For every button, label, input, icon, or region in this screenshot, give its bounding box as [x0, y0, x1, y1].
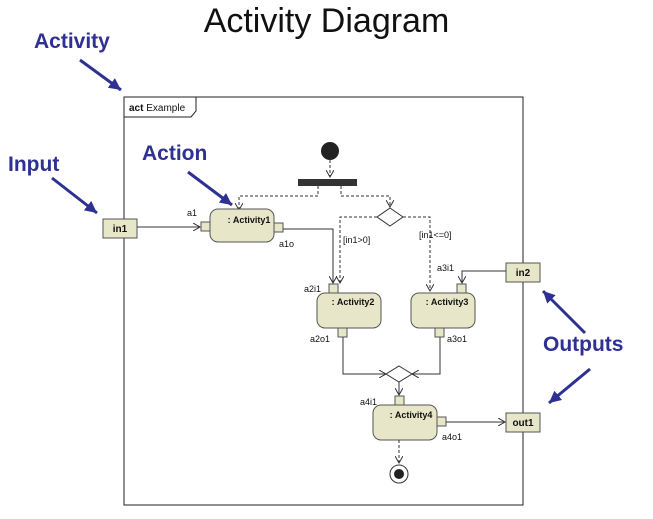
merge-node	[385, 365, 413, 383]
pin-a4o1	[436, 416, 447, 427]
svg-text:: Activity2: : Activity2	[332, 297, 375, 307]
arrow-outputs-out1	[548, 367, 591, 405]
pin-a1	[200, 221, 211, 232]
callout-outputs: Outputs	[543, 333, 624, 356]
pin-a3o1	[434, 327, 445, 338]
svg-text:out1: out1	[512, 418, 534, 429]
action-activity2	[316, 292, 382, 329]
flow-a1o-a2i1	[283, 228, 333, 283]
pin-a3i1	[456, 283, 467, 294]
flow-in2-a3i1	[462, 270, 506, 283]
callout-activity: Activity	[34, 30, 110, 53]
svg-text:: Activity3: : Activity3	[426, 297, 469, 307]
parameter-out1	[505, 412, 541, 433]
pin-a2i1	[328, 283, 339, 294]
guard-right: [in1<=0]	[419, 230, 452, 240]
action-activity1	[209, 208, 275, 243]
activity-frame: act Example	[123, 96, 524, 506]
callout-arrows	[51, 58, 591, 405]
parameter-in1	[102, 218, 138, 239]
svg-text:: Activity4: : Activity4	[390, 410, 433, 420]
svg-text:a2o1: a2o1	[310, 334, 330, 344]
arrow-input	[51, 176, 98, 215]
svg-text:a4i1: a4i1	[360, 397, 377, 407]
frame-label: act Example	[129, 103, 186, 114]
callout-action: Action	[142, 142, 208, 165]
pin-a1o	[273, 222, 284, 233]
parameter-in2	[505, 262, 541, 283]
svg-text:in1: in1	[113, 224, 128, 235]
pin-a4i1	[394, 395, 405, 406]
guard-left: [in1>0]	[343, 235, 370, 245]
flow-a3o1-merge	[412, 337, 441, 374]
svg-text:a2i1: a2i1	[304, 284, 321, 294]
arrow-action	[187, 170, 233, 207]
svg-text:a4o1: a4o1	[442, 432, 462, 442]
svg-text:a3o1: a3o1	[447, 334, 467, 344]
svg-text:in2: in2	[516, 268, 531, 279]
flow-decision-activity2	[340, 216, 377, 283]
svg-text:a3i1: a3i1	[437, 263, 454, 273]
svg-text:a1: a1	[187, 208, 197, 218]
callout-input: Input	[8, 153, 60, 176]
flow-a2o1-merge	[342, 337, 386, 374]
flow-fork-activity1	[239, 186, 319, 210]
decision-node	[376, 207, 404, 227]
fork-bar	[298, 179, 357, 186]
pin-a2o1	[337, 327, 348, 338]
flow-decision-activity3	[403, 216, 430, 291]
svg-text:a1o: a1o	[279, 239, 294, 249]
svg-text:: Activity1: : Activity1	[228, 215, 271, 225]
flow-fork-decision	[340, 186, 390, 207]
page-title: Activity Diagram	[203, 2, 450, 40]
initial-node	[321, 142, 339, 160]
arrow-activity	[79, 58, 122, 92]
arrow-outputs-in2	[541, 289, 587, 335]
